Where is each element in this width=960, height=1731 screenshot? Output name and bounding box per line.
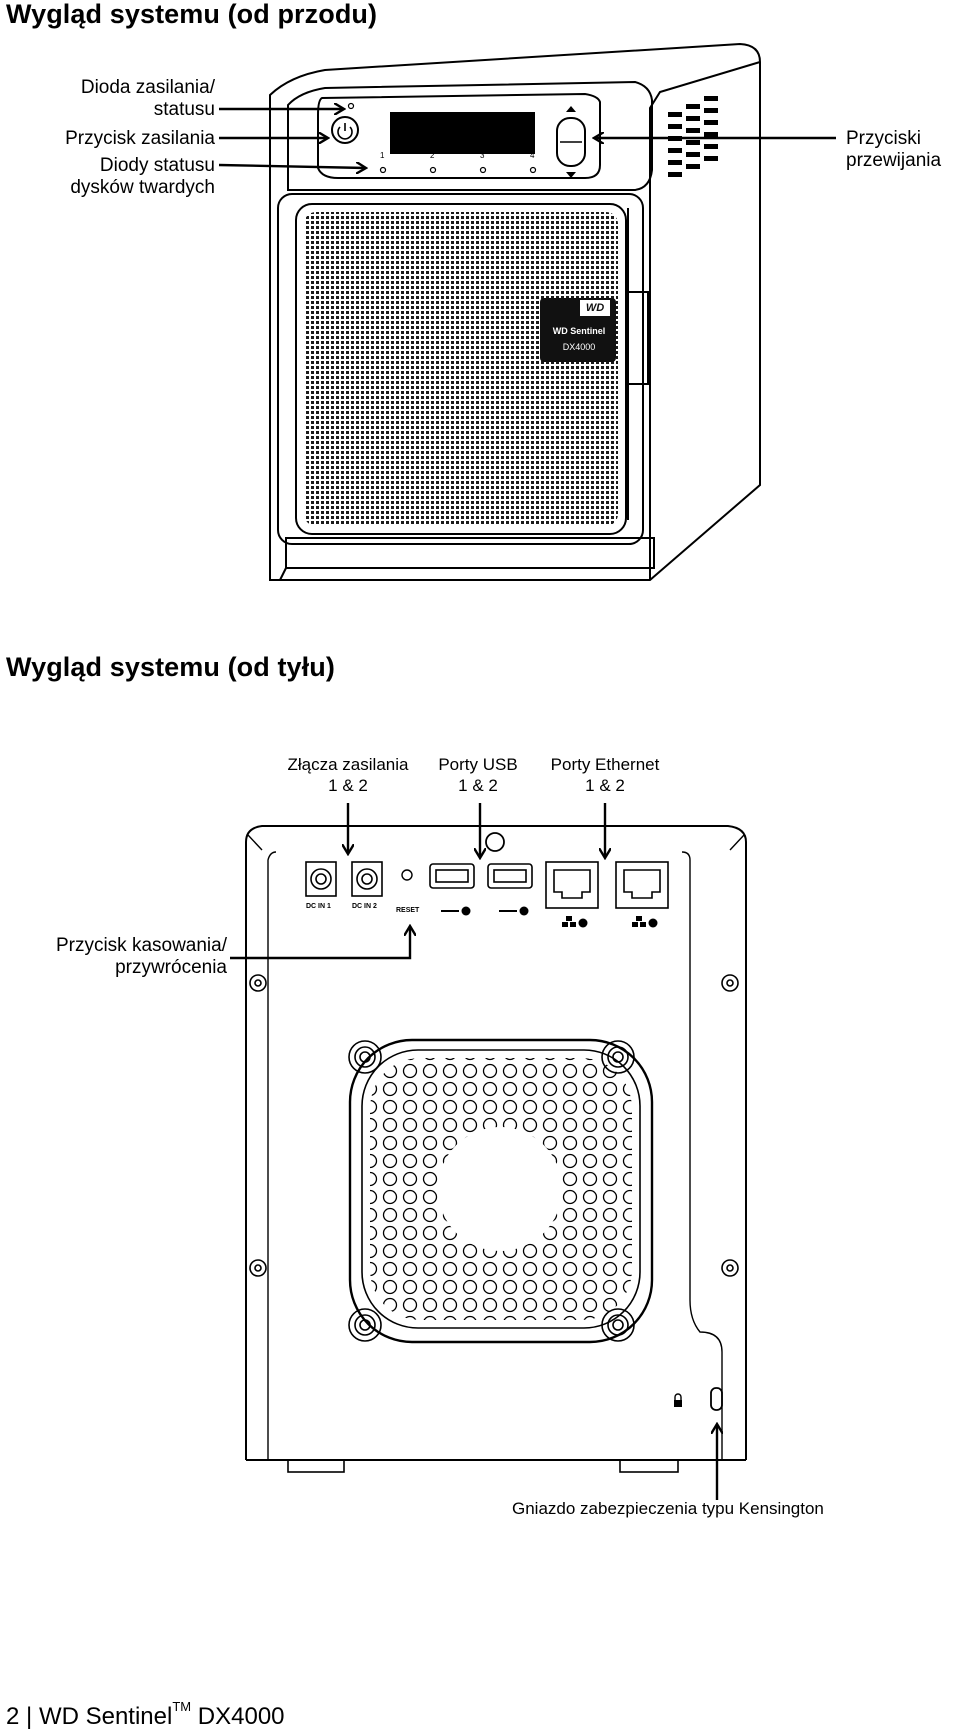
front-chassis bbox=[269, 42, 761, 581]
page-number: 2 bbox=[6, 1703, 20, 1730]
badge-brand-logo: WD bbox=[580, 300, 610, 316]
drive-number-2: 2 bbox=[430, 151, 435, 160]
usb-icons bbox=[441, 906, 529, 916]
label-scroll-buttons: Przyciski przewijania bbox=[846, 128, 942, 171]
label-usb-ports: Porty USB 1 & 2 bbox=[438, 755, 518, 795]
usb-ports[interactable] bbox=[429, 863, 533, 889]
dc-in-1-label: DC IN 1 bbox=[306, 903, 331, 910]
top-screw-icon bbox=[485, 832, 505, 852]
drive-number-3: 3 bbox=[480, 151, 485, 160]
back-callout-arrows bbox=[230, 803, 717, 1500]
lock-icon bbox=[674, 1393, 682, 1407]
footer-model: DX4000 bbox=[197, 1703, 285, 1730]
dc-in-2-label: DC IN 2 bbox=[352, 903, 377, 910]
reset-label: RESET bbox=[396, 907, 420, 914]
side-vents bbox=[668, 96, 718, 177]
dc-in-ports[interactable] bbox=[305, 861, 383, 897]
ethernet-icons bbox=[562, 916, 658, 928]
badge-model: DX4000 bbox=[562, 342, 596, 352]
back-chassis bbox=[245, 825, 747, 1473]
reset-button-icon[interactable] bbox=[401, 869, 413, 881]
badge-product-name: WD Sentinel bbox=[552, 326, 606, 336]
label-reset-button: Przycisk kasowania/ przywrócenia bbox=[55, 935, 227, 978]
lcd-display bbox=[390, 112, 535, 154]
scroll-buttons[interactable] bbox=[556, 106, 586, 178]
footer-separator: | bbox=[26, 1703, 33, 1730]
drive-number-4: 4 bbox=[530, 151, 535, 160]
label-power-led: Dioda zasilania/ statusu bbox=[80, 77, 215, 120]
trademark-mark: TM bbox=[172, 1699, 192, 1714]
label-power-button: Przycisk zasilania bbox=[65, 128, 215, 149]
power-led-icon bbox=[347, 102, 355, 110]
fan-housing bbox=[348, 1038, 654, 1344]
front-view-title: Wygląd systemu (od przodu) bbox=[6, 0, 378, 29]
ethernet-ports[interactable] bbox=[545, 861, 669, 909]
page-footer: 2 | WD SentinelTM DX4000 bbox=[6, 1699, 285, 1731]
kensington-slot-icon[interactable] bbox=[710, 1387, 723, 1411]
side-screw-icons bbox=[249, 974, 739, 1277]
label-power-ports: Złącza zasilania 1 & 2 bbox=[287, 755, 409, 795]
drive-number-1: 1 bbox=[380, 151, 385, 160]
label-drive-leds: Diody statusu dysków twardych bbox=[70, 155, 215, 198]
label-ethernet-ports: Porty Ethernet 1 & 2 bbox=[550, 755, 660, 795]
power-button-icon[interactable] bbox=[331, 116, 359, 144]
front-callout-arrows bbox=[218, 109, 836, 168]
label-kensington: Gniazdo zabezpieczenia typu Kensington bbox=[512, 1499, 824, 1518]
front-grill bbox=[304, 212, 618, 526]
footer-product: WD Sentinel bbox=[38, 1703, 173, 1730]
drive-led-icons bbox=[379, 166, 537, 174]
fan-screw-icons bbox=[348, 1040, 635, 1342]
back-view-title: Wygląd systemu (od tyłu) bbox=[6, 652, 335, 682]
